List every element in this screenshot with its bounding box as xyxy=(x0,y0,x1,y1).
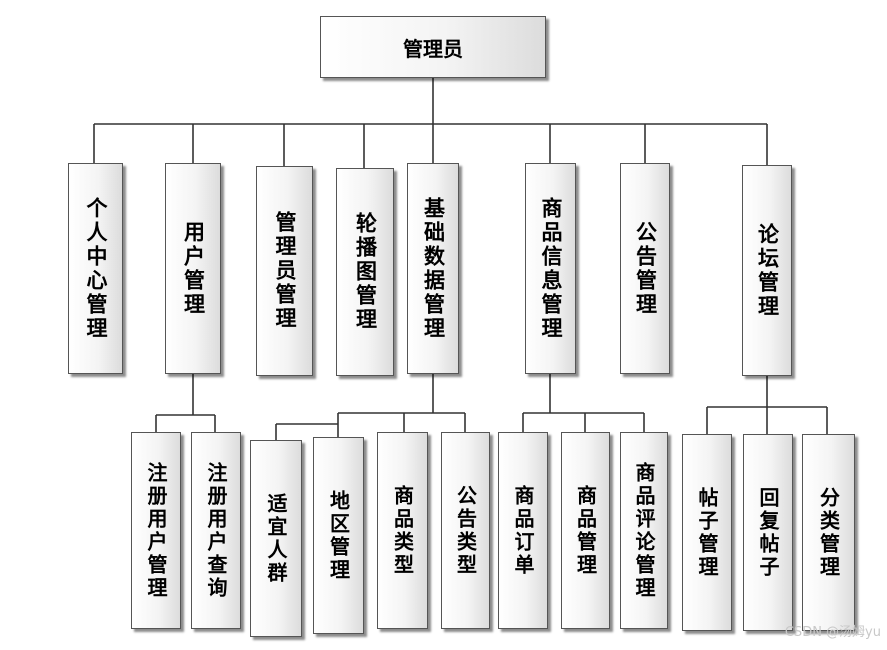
node-label: 个人中心管理 xyxy=(84,196,108,341)
node-user-management: 用户管理 xyxy=(165,163,221,374)
node-root: 管理员 xyxy=(320,16,546,78)
node-reply-post: 回复帖子 xyxy=(743,434,793,631)
node-label: 公告类型 xyxy=(453,484,478,577)
node-forum-management: 论坛管理 xyxy=(742,165,792,376)
node-label: 商品类型 xyxy=(390,484,415,577)
node-label: 商品管理 xyxy=(573,484,598,577)
node-product-order: 商品订单 xyxy=(498,432,548,629)
watermark-text: CSDN @汤姆yu xyxy=(784,625,881,640)
node-label: 公告管理 xyxy=(633,220,658,317)
node-label: 商品订单 xyxy=(511,484,535,577)
node-registered-user-management: 注册用户管理 xyxy=(131,432,181,629)
node-product-type: 商品类型 xyxy=(377,432,428,629)
node-label: 商品评论管理 xyxy=(632,461,656,600)
node-label: 注册用户管理 xyxy=(144,461,168,600)
node-root-label: 管理员 xyxy=(403,36,463,61)
node-registered-user-query: 注册用户查询 xyxy=(191,432,241,629)
node-notice-management: 公告管理 xyxy=(620,163,670,374)
node-product-info-management: 商品信息管理 xyxy=(525,163,576,374)
node-region-management: 地区管理 xyxy=(313,437,364,634)
node-label: 用户管理 xyxy=(181,220,206,317)
node-label: 轮播图管理 xyxy=(353,212,378,332)
node-notice-type: 公告类型 xyxy=(441,432,490,629)
node-admin-management: 管理员管理 xyxy=(256,166,313,376)
node-label: 回复帖子 xyxy=(756,486,780,579)
node-label: 管理员管理 xyxy=(273,211,297,331)
node-post-management: 帖子管理 xyxy=(682,434,732,631)
node-label: 基础数据管理 xyxy=(421,196,446,341)
node-label: 商品信息管理 xyxy=(539,196,563,341)
node-carousel-management: 轮播图管理 xyxy=(336,168,394,376)
node-category-management: 分类管理 xyxy=(802,434,855,631)
node-basedata-management: 基础数据管理 xyxy=(407,163,459,374)
node-suitable-crowd: 适宜人群 xyxy=(250,440,302,637)
node-label: 论坛管理 xyxy=(755,222,780,319)
node-label: 地区管理 xyxy=(326,489,351,582)
node-label: 适宜人群 xyxy=(264,492,288,585)
node-label: 帖子管理 xyxy=(695,486,719,579)
node-personal-center: 个人中心管理 xyxy=(68,163,123,374)
node-label: 分类管理 xyxy=(816,486,841,579)
node-product-review-management: 商品评论管理 xyxy=(620,432,668,629)
node-product-management: 商品管理 xyxy=(561,432,610,629)
node-label: 注册用户查询 xyxy=(204,461,228,600)
